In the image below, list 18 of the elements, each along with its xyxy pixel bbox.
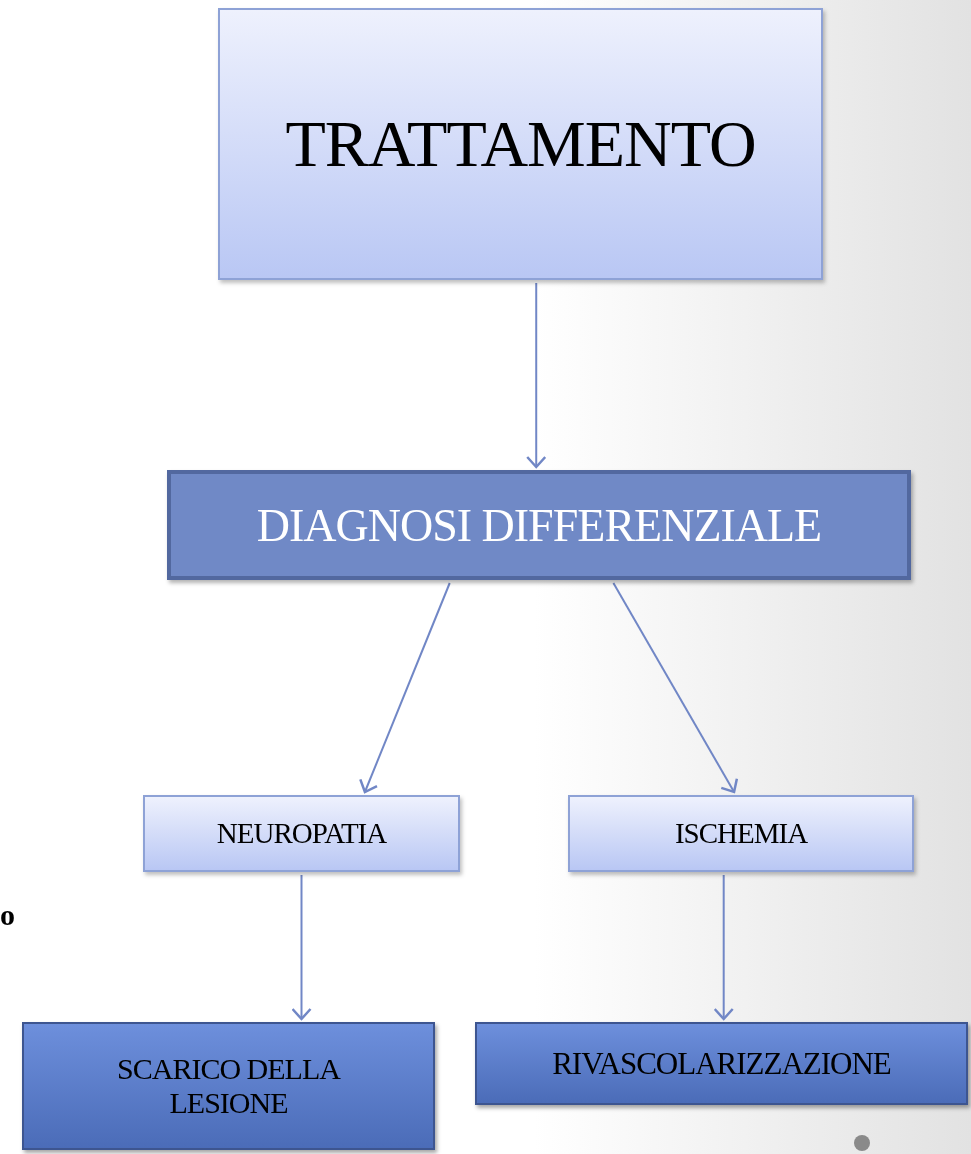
arrow [526,282,547,469]
arrow [291,874,312,1021]
process-box [143,795,460,872]
node-label: RIVASCOLARIZZAZIONE [551,1045,892,1082]
arrow [713,874,734,1021]
node-label: TRATTAMENTO [284,106,757,182]
process-box [167,470,911,580]
text-fragment: o [0,900,15,930]
arrow [612,582,739,794]
process-box [22,1022,435,1150]
node-label: SCARICO DELLA LESIONE [116,1052,342,1120]
node-label: NEUROPATIA [215,817,388,850]
arrow [359,582,451,794]
process-box [475,1022,968,1105]
process-box [218,8,823,280]
node-label: DIAGNOSI DIFFERENZIALE [255,498,823,552]
process-box [568,795,914,872]
node-label: ISCHEMIA [673,817,809,850]
